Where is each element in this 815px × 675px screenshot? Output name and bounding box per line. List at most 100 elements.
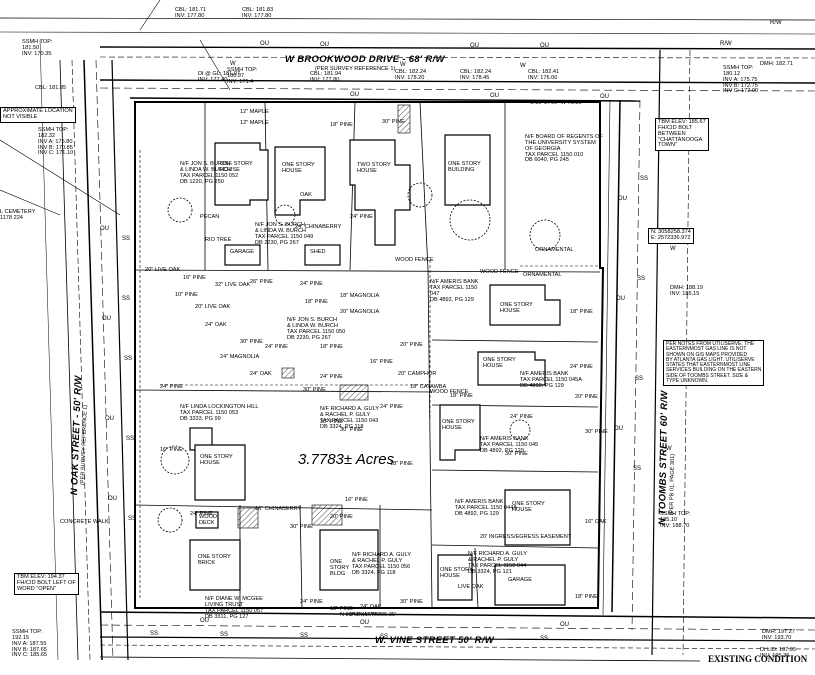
svg-text:OU: OU (350, 92, 359, 98)
parcel-label-parcel-regents: N/F BOARD OF REGENTS OF THE UNIVERSITY S… (525, 134, 603, 164)
utility-note: PER NOTES FROM UTILISERVE: THE EASTERNMO… (663, 340, 765, 386)
parcel-label-parcel-ameris-3: N/F AMERIS BANK TAX PARCEL 1150 045 DB 4… (480, 436, 539, 454)
tree-label-t28: 16" PINE (345, 497, 368, 503)
parcel-label-parcel-burch-3: N/F JON S. BURCH & LINDA W. BURCH TAX PA… (287, 317, 346, 341)
tree-label-t26: 24" OAK (250, 371, 272, 377)
svg-text:SS: SS (150, 631, 158, 637)
bldg-e2 (477, 351, 546, 386)
cemetery-label: L CEMETERY 1178 224 (0, 209, 36, 221)
bldg-sw (189, 539, 241, 591)
building-label-bldg-s2: ONE STORY BLDG (330, 559, 350, 577)
bldg-n4 (444, 134, 491, 206)
east-street-ref: (PER PB 01, PAGE 301) (669, 453, 677, 516)
tree-label-t43: 20" PINE (330, 514, 353, 520)
building-label-house-e2: ONE STORY HOUSE (483, 357, 516, 369)
south-road (99, 611, 815, 662)
misc-label-m3: RIO TREE (205, 237, 232, 243)
misc-label-m15: PECAN (200, 214, 220, 220)
parcel-label-parcel-burch-1: N/F JON S. BURCH & LINDA W. BURCH TAX PA… (180, 161, 239, 185)
parcel-label-parcel-guly-1: N/F RICHARD A. GULY & RACHEL P. GULY TAX… (320, 406, 379, 430)
misc-label-m13: 12" MAPLE (240, 120, 269, 126)
tree-label-t32: 18" CATAWBA (410, 384, 447, 390)
tree-label-t11: 18" MAGNOLIA (340, 293, 380, 299)
building-label-house-s1: ONE STORY BRICK (198, 554, 231, 566)
svg-text:OU: OU (614, 426, 623, 432)
inlet-label-dmh-se2: DI LID: 197.95 INV: 195.35 (760, 647, 797, 659)
misc-label-m7: LIVE OAK (458, 584, 484, 590)
parcel-label-parcel-burch-2: N/F JON S. BURCH & LINDA W. BURCH TAX PA… (255, 222, 314, 246)
svg-text:OU: OU (100, 226, 109, 232)
tree-label-t35: 18" PINE (570, 309, 593, 315)
north-street-ref: (PER SURVEY REFERENCE 1) (315, 66, 396, 72)
shed-box (195, 511, 219, 529)
tree-label-t16: 24" PINE (265, 344, 288, 350)
bldg-w-mid (194, 444, 246, 501)
tree-label-t3: 24" PINE (350, 214, 373, 220)
svg-text:SS: SS (122, 296, 130, 302)
acreage-label: 3.7783± Acres (298, 451, 395, 468)
tree-label-t36: 24" PINE (570, 364, 593, 370)
svg-text:SS: SS (633, 466, 641, 472)
tree-label-t45: 18" PINE (330, 606, 353, 612)
tree-label-t9: 24" OAK (205, 322, 227, 328)
svg-text:R/W: R/W (720, 41, 732, 47)
bldg-s2 (437, 554, 473, 601)
tree-label-t23: 20" PINE (400, 342, 423, 348)
inlet-label-cbl-n6: CBL: 182.41 INV: 176.00 (528, 69, 560, 81)
tree-label-t14: 20" MAGNOLIA (340, 309, 380, 315)
hatched-areas (237, 104, 411, 529)
tree-label-t34: 30" PINE (505, 451, 528, 457)
inlet-label-cbl-n4: CBL: 182.24 INV: 178.20 (395, 69, 427, 81)
tbm-south-note: TBM ELEV: 194.37 FH/CID BOLT LEFT OF WOR… (14, 573, 79, 595)
misc-label-m1: WOOD FENCE (480, 269, 519, 275)
inlet-label-cbl-n5: CBL: 182.24 INV: 178.45 (460, 69, 492, 81)
ssmh-label-ssmh-ne: SSMH TOP: 180.12 INV A: 175.75 INV B: 17… (723, 65, 759, 95)
tree-label-t29: 24" PINE (160, 384, 183, 390)
tbm-north-note: TBM ELEV: 185.67 FH/CID BOLT BETWEEN "CH… (655, 118, 709, 152)
inlet-label-cbl-n2: CBL: 181.83 INV: 177.80 (242, 7, 274, 19)
misc-label-m10: 16" CHINABERRY (255, 506, 302, 512)
garage-box-2 (304, 244, 341, 266)
building-label-house-two-story: TWO STORY HOUSE (357, 162, 391, 174)
svg-text:SS: SS (635, 376, 643, 382)
tree-label-t6: 32" LIVE OAK (215, 282, 251, 288)
boundary-south-bearing: N 89°50'41" W 405.35' (340, 612, 397, 618)
ssmh-label-ssmh-n1: SSMH TOP: 180.97 INV: 171.4 (227, 67, 258, 85)
ssmh-label-ssmh-e: SSMH TOP: 185.10 INV: 188.70 (660, 511, 691, 529)
building-label-house-e1: ONE STORY HOUSE (500, 302, 533, 314)
tree-label-t17: 18" PINE (320, 344, 343, 350)
tree-label-t15: 30" PINE (240, 339, 263, 345)
inlet-label-di-n: DI @ GL: 181.07 INV: 177.40 (198, 71, 241, 83)
svg-text:OU: OU (108, 496, 117, 502)
west-road (39, 39, 129, 661)
parcel-label-parcel-lockington: N/F LINDA LOCKINGTON HILL TAX PARCEL 115… (180, 404, 259, 422)
building-label-house-s3: ONE STORY HOUSE (440, 567, 473, 579)
svg-text:OU: OU (560, 622, 569, 628)
svg-text:W: W (400, 62, 406, 68)
parcel-label-parcel-living-trust: N/F DIANE W. MCGEE LIVING TRUST TAX PARC… (205, 596, 264, 620)
svg-text:OU: OU (600, 94, 609, 100)
building-label-shed-1: SHED (310, 249, 326, 255)
south-street-label: W. VINE STREET 50' R/W (375, 635, 494, 646)
tree-label-t24: 24" PINE (320, 374, 343, 380)
building-label-house-n2: ONE STORY HOUSE (282, 162, 315, 174)
bldg-s1 (319, 529, 379, 591)
svg-text:R/W: R/W (770, 20, 782, 26)
svg-text:OU: OU (540, 43, 549, 49)
tree-label-t2: 30" PINE (382, 119, 405, 125)
building-label-house-se: ONE STORY HOUSE (200, 454, 233, 466)
coordinate-note: N: 3058258.374 E: 2572336.972 (648, 228, 694, 244)
parcel-label-parcel-ameris-4: N/F AMERIS BANK TAX PARCEL 1150 044A DB … (455, 499, 517, 517)
inlet-label-cbl-n3: CBL: 181.94 INV: 177.80 (310, 71, 342, 83)
misc-label-m12: 12" MAPLE (240, 109, 269, 115)
svg-text:SS: SS (300, 633, 308, 639)
svg-text:OU: OU (618, 196, 627, 202)
tree-label-t37: 20" PINE (575, 394, 598, 400)
svg-text:OU: OU (470, 43, 479, 49)
svg-text:OU: OU (320, 42, 329, 48)
misc-label-m14: OAK (300, 192, 312, 198)
building-label-house-nw: ONE STORY HOUSE (220, 161, 253, 173)
building-label-wood-deck: WOOD DECK (199, 514, 218, 526)
misc-label-m2: ORNAMENTAL (523, 272, 562, 278)
